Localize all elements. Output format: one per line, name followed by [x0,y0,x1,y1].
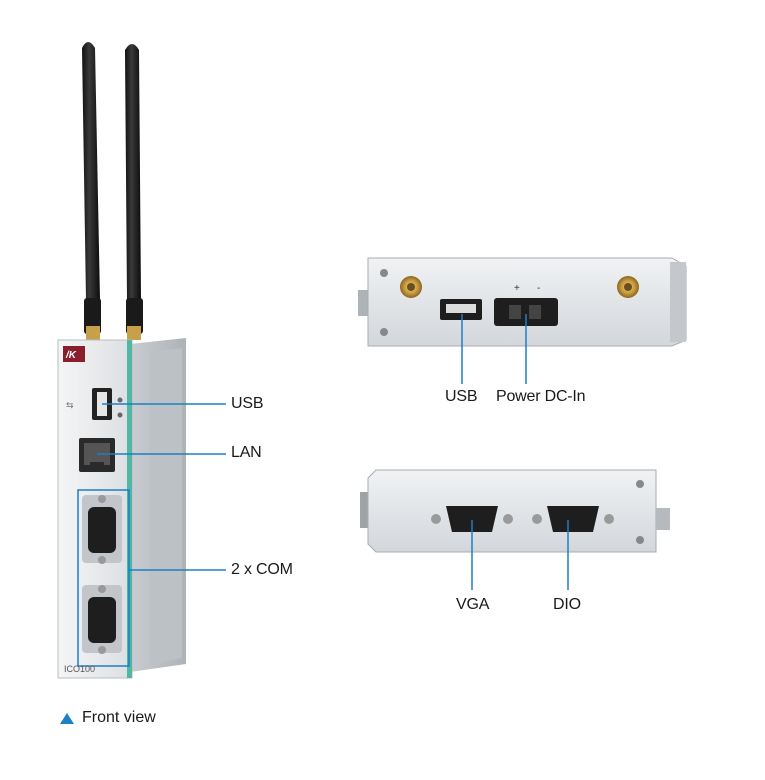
brand-badge: /K [65,350,77,361]
callout-vga: VGA [456,596,490,613]
svg-text:-: - [537,283,540,294]
figure-caption: Front view [60,709,156,727]
antenna-left [82,42,100,300]
top-panel-device: + - [358,257,687,384]
antenna-right [125,44,141,300]
front-device: ⇆ [57,42,226,679]
callout-power: Power DC-In [496,388,586,405]
callout-usb-top: USB [445,388,478,405]
caption-text: Front view [82,709,156,726]
callout-com: 2 x COM [231,561,293,578]
callout-usb-front: USB [231,395,264,412]
com-highlight-box [77,489,130,667]
bottom-panel-device [360,469,670,590]
svg-text:⇆: ⇆ [66,401,74,411]
callout-lan: LAN [231,444,262,461]
callout-dio: DIO [553,596,581,613]
triangle-up-icon [60,712,74,724]
svg-text:+: + [514,283,520,294]
model-text: ICO100 [64,664,95,674]
